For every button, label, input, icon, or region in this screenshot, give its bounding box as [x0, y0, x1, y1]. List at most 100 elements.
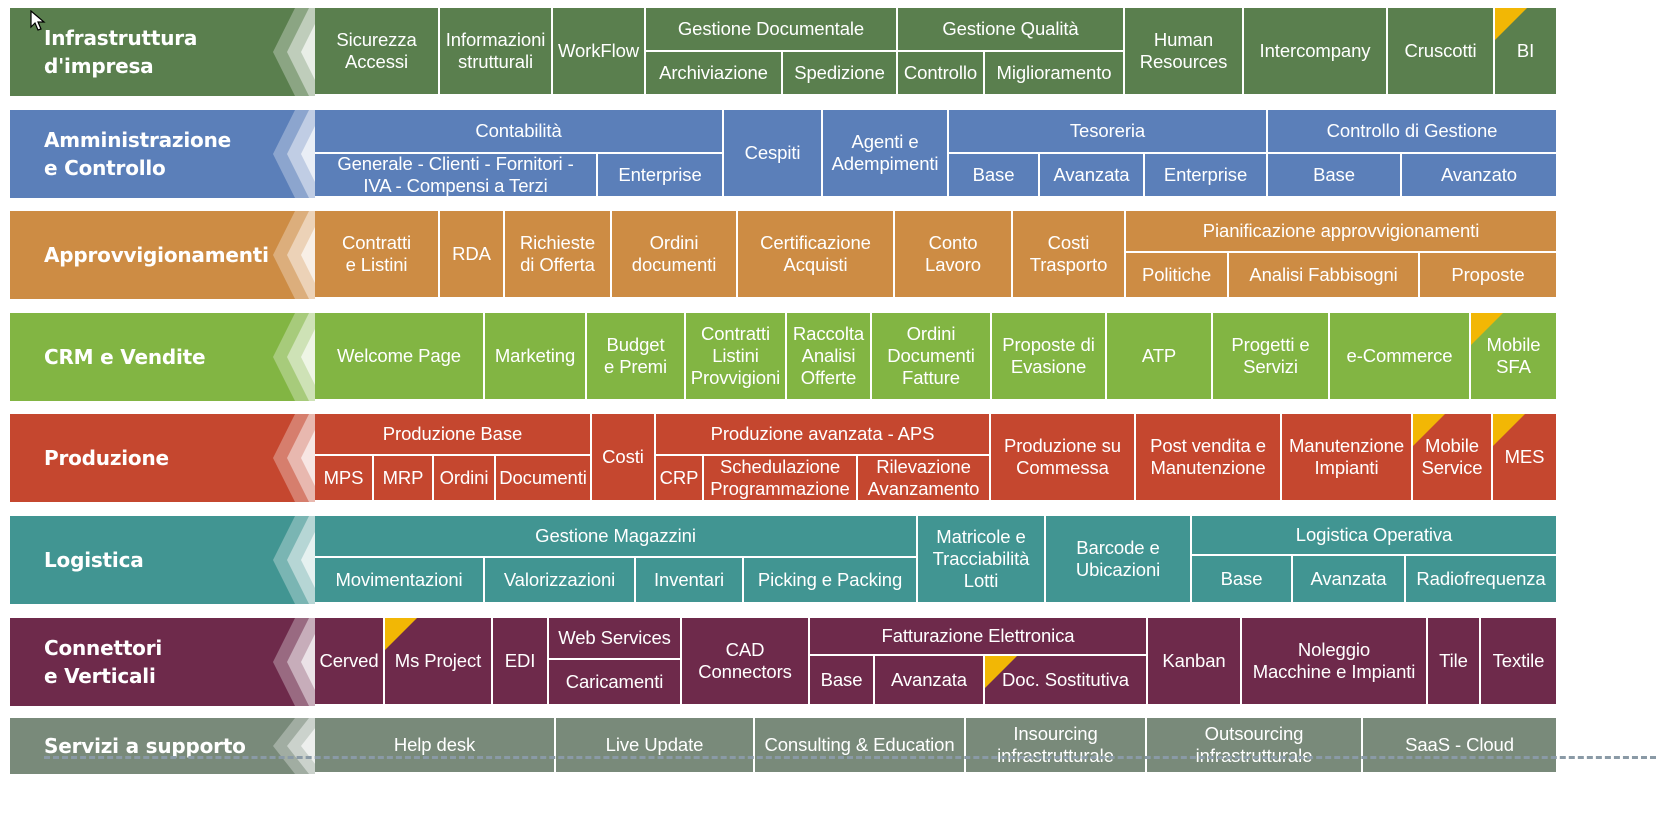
module-crm-mobile-sfa: Mobile SFA [1471, 313, 1558, 401]
module-label: Rilevazione Avanzamento [867, 456, 980, 499]
module-infra-controllo: Controllo [898, 52, 985, 96]
chevron-left-icon [273, 110, 323, 198]
module-conn-ms-project: Ms Project [385, 618, 493, 706]
band-header-conn: Connettori e Verticali [10, 618, 323, 706]
module-label: Insourcing infrastrutturale [997, 723, 1114, 766]
module-label: Outsourcing infrastrutturale [1195, 723, 1313, 766]
band-label: Servizi a supporto [44, 734, 246, 758]
band-label: Produzione [44, 446, 169, 470]
module-infra-intercompany: Intercompany [1244, 8, 1388, 96]
module-conn-fatturazione-elettronica: Fatturazione Elettronica [810, 618, 1148, 656]
module-prod-post-vendita-e-manutenzione: Post vendita e Manutenzione [1136, 414, 1282, 502]
module-label: Avanzata [890, 669, 967, 690]
module-label: Textile [1492, 650, 1545, 671]
module-admin-base: Base [949, 154, 1040, 198]
module-approv-pianificazione-approvvigionamenti: Pianificazione approvvigionamenti [1126, 211, 1558, 253]
module-crm-marketing: Marketing [485, 313, 587, 401]
module-admin-enterprise: Enterprise [598, 154, 724, 198]
module-label: Help desk [393, 734, 476, 755]
module-prod-costi: Costi [592, 414, 656, 502]
module-prod-produzione-base: Produzione Base [315, 414, 592, 456]
new-feature-flag-icon [1493, 414, 1525, 446]
module-label: Costi Trasporto [1029, 232, 1108, 275]
module-serv-insourcing-infrastrutturale: Insourcing infrastrutturale [966, 718, 1147, 774]
module-admin-avanzato: Avanzato [1402, 154, 1558, 198]
module-crm-progetti-e-servizi: Progetti e Servizi [1213, 313, 1330, 401]
module-serv-consulting-education: Consulting & Education [755, 718, 966, 774]
module-prod-crp: CRP [656, 456, 704, 502]
module-label: Base [1313, 164, 1355, 185]
module-label: Caricamenti [565, 671, 664, 692]
new-feature-flag-icon [985, 656, 1017, 688]
module-crm-raccolta-analisi-offerte: Raccolta Analisi Offerte [787, 313, 872, 401]
module-label: Web Services [558, 627, 671, 648]
module-label: Base [820, 669, 863, 690]
chevron-left-icon [273, 718, 323, 774]
module-label: Avanzata [1310, 568, 1387, 589]
module-label: Live Update [605, 734, 704, 755]
band-header-log: Logistica [10, 516, 323, 604]
module-label: Produzione Base [382, 423, 523, 444]
module-label: CRP [659, 467, 699, 488]
module-conn-base: Base [810, 656, 875, 706]
module-label: Tesoreria [1069, 120, 1146, 141]
module-label: Costi [602, 446, 644, 467]
module-crm-atp: ATP [1107, 313, 1213, 401]
module-label: Analisi Fabbisogni [1249, 264, 1398, 285]
band-label: Infrastruttura d'impresa [44, 26, 198, 78]
module-label: Valorizzazioni [503, 569, 616, 590]
module-label: MRP [382, 467, 424, 488]
module-label: e-Commerce [1346, 345, 1453, 366]
module-approv-analisi-fabbisogni: Analisi Fabbisogni [1229, 253, 1420, 299]
module-conn-textile: Textile [1481, 618, 1558, 706]
module-log-barcode-e-ubicazioni: Barcode e Ubicazioni [1046, 516, 1192, 604]
module-label: Generale - Clienti - Fornitori - IVA - C… [337, 153, 574, 196]
module-label: Fatturazione Elettronica [881, 625, 1075, 646]
module-label: Cruscotti [1404, 40, 1477, 61]
module-conn-cad-connectors: CAD Connectors [682, 618, 810, 706]
band-label: Connettori e Verticali [44, 636, 163, 688]
module-label: Gestione Qualità [942, 18, 1079, 39]
module-label: Contratti Listini Provvigioni [690, 323, 781, 388]
module-serv-help-desk: Help desk [315, 718, 556, 774]
module-label: EDI [504, 650, 536, 671]
module-label: Ordini Documenti Fatture [887, 323, 975, 388]
module-serv-outsourcing-infrastrutturale: Outsourcing infrastrutturale [1147, 718, 1363, 774]
module-approv-ordini-documenti: Ordini documenti [612, 211, 738, 299]
module-label: ATP [1141, 345, 1177, 366]
band-label: CRM e Vendite [44, 345, 206, 369]
module-label: MPS [323, 467, 364, 488]
module-label: Archiviazione [659, 62, 768, 83]
module-infra-bi: BI [1495, 8, 1558, 96]
module-label: Picking e Packing [757, 569, 903, 590]
module-label: Manutenzione Impianti [1288, 435, 1405, 478]
module-approv-politiche: Politiche [1126, 253, 1229, 299]
module-label: Marketing [494, 345, 576, 366]
module-label: Budget e Premi [603, 334, 668, 377]
new-feature-flag-icon [1413, 414, 1445, 446]
chevron-left-icon [273, 516, 323, 604]
module-label: Certificazione Acquisti [760, 232, 871, 275]
band-label: Amministrazione e Controllo [44, 128, 231, 180]
module-label: RDA [452, 243, 491, 264]
module-label: Spedizione [794, 62, 885, 83]
module-admin-enterprise: Enterprise [1145, 154, 1268, 198]
module-admin-tesoreria: Tesoreria [949, 110, 1268, 154]
module-admin-agenti-e-adempimenti: Agenti e Adempimenti [823, 110, 949, 198]
module-label: Ordini [439, 467, 489, 488]
module-label: Sicurezza Accessi [336, 29, 417, 72]
band-header-serv: Servizi a supporto [10, 718, 323, 774]
module-serv-saas-cloud: SaaS - Cloud [1363, 718, 1558, 774]
chevron-left-icon [273, 414, 323, 502]
module-log-radiofrequenza: Radiofrequenza [1406, 556, 1558, 604]
module-label: Controllo [903, 62, 978, 83]
module-label: SaaS - Cloud [1405, 734, 1514, 755]
module-log-inventari: Inventari [636, 558, 744, 604]
module-label: Doc. Sostitutiva [1002, 669, 1129, 690]
module-label: Documenti [499, 467, 587, 488]
module-label: Avanzata [1053, 164, 1130, 185]
module-label: BI [1516, 40, 1535, 61]
module-label: Enterprise [618, 164, 702, 185]
module-conn-avanzata: Avanzata [875, 656, 985, 706]
module-infra-workflow: WorkFlow [553, 8, 646, 96]
